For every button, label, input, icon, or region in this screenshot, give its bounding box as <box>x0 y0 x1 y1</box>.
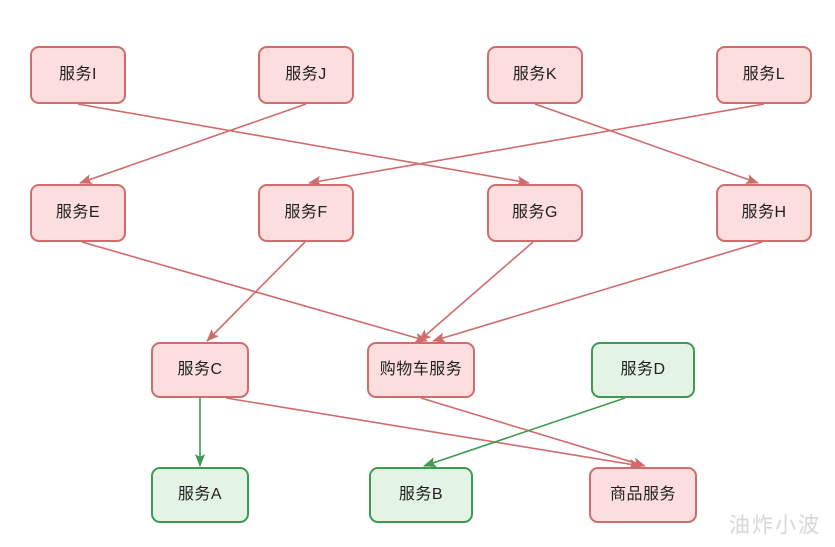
watermark-text: 油炸小波 <box>729 514 821 537</box>
edge-l-to-f <box>308 103 765 187</box>
edge-i-to-g <box>77 103 530 187</box>
edge-d-to-b <box>423 397 626 468</box>
edge-h-to-cart <box>432 241 763 343</box>
node-label: 服务I <box>59 66 97 83</box>
edge-e-to-cart <box>81 241 428 343</box>
node-goods[interactable]: 商品服务 <box>589 467 697 523</box>
node-label: 服务B <box>398 486 444 503</box>
node-label: 服务G <box>512 204 558 221</box>
edge-g-to-cart <box>418 241 534 342</box>
node-e[interactable]: 服务E <box>30 184 126 242</box>
node-b[interactable]: 服务B <box>369 467 473 523</box>
node-k[interactable]: 服务K <box>487 46 583 104</box>
node-h[interactable]: 服务H <box>716 184 812 242</box>
node-label: 服务D <box>620 361 666 378</box>
node-a[interactable]: 服务A <box>151 467 249 523</box>
edge-c-to-goods <box>225 397 642 470</box>
node-c[interactable]: 服务C <box>151 342 249 398</box>
node-label: 服务K <box>512 66 558 83</box>
node-label: 服务A <box>177 486 223 503</box>
edge-k-to-h <box>534 103 759 184</box>
node-label: 服务L <box>742 66 786 83</box>
edge-cart-to-goods <box>420 397 646 468</box>
node-label: 商品服务 <box>609 486 676 503</box>
node-g[interactable]: 服务G <box>487 184 583 242</box>
node-label: 服务F <box>284 204 328 221</box>
node-label: 服务H <box>741 204 787 221</box>
node-i[interactable]: 服务I <box>30 46 126 104</box>
node-l[interactable]: 服务L <box>716 46 812 104</box>
edge-j-to-e <box>79 103 307 184</box>
node-f[interactable]: 服务F <box>258 184 354 242</box>
node-cart[interactable]: 购物车服务 <box>367 342 475 398</box>
node-j[interactable]: 服务J <box>258 46 354 104</box>
node-label: 服务E <box>55 204 101 221</box>
node-label: 服务C <box>177 361 223 378</box>
edge-f-to-c <box>206 241 306 342</box>
node-label: 购物车服务 <box>379 361 463 378</box>
node-label: 服务J <box>285 66 327 83</box>
node-d[interactable]: 服务D <box>591 342 695 398</box>
